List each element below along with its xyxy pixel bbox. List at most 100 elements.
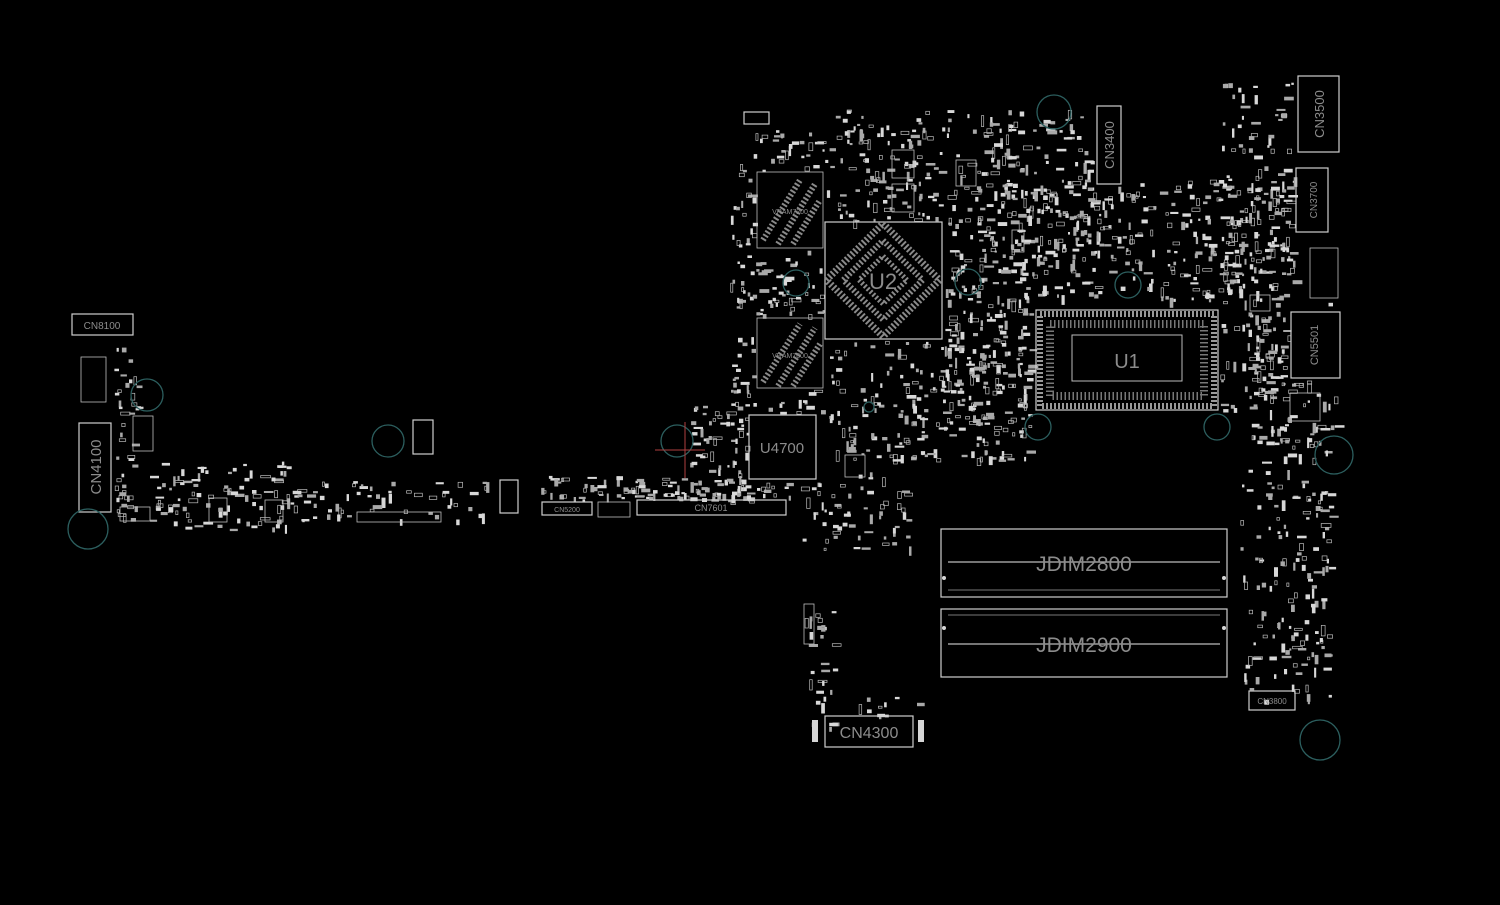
smd-pad <box>683 493 687 500</box>
smd-pad <box>964 186 970 190</box>
smd-pad <box>303 500 312 504</box>
smd-pad <box>804 166 810 172</box>
smd-pad <box>836 380 840 386</box>
connector-cn3400[interactable]: CN3400 <box>1096 105 1122 185</box>
smd-pad <box>1023 385 1033 390</box>
smd-pad <box>958 219 963 223</box>
smd-pad <box>1256 335 1260 342</box>
smd-pad <box>984 422 991 425</box>
smd-pad <box>839 388 846 394</box>
smd-pad <box>920 418 929 421</box>
connector-cn4100[interactable]: CN4100 <box>78 422 112 513</box>
vram7200[interactable]: VRAM7200 <box>756 171 824 249</box>
smd-pad <box>1084 160 1094 164</box>
smd-pad <box>1244 386 1248 393</box>
smd-pad <box>1239 243 1249 248</box>
dimm-slot-jdim2800[interactable]: JDIM2800 <box>940 528 1228 598</box>
smd-pad <box>181 469 185 477</box>
smd-pad <box>732 491 739 496</box>
connector-cn5501[interactable]: CN5501 <box>1290 311 1341 379</box>
smd-pad <box>1277 297 1283 301</box>
smd-pad <box>1301 564 1306 571</box>
smd-pad <box>1301 663 1308 666</box>
smd-pad <box>1117 246 1125 249</box>
smd-pad <box>1282 189 1287 193</box>
connector-cn7601[interactable]: CN7601 <box>636 499 787 516</box>
smd-pad <box>1068 232 1070 235</box>
smd-pad <box>836 368 843 372</box>
smd-pad <box>967 114 970 119</box>
connector-cn3700[interactable]: CN3700 <box>1295 167 1329 233</box>
smd-pad <box>1297 535 1307 539</box>
connector-cn3500[interactable]: CN3500 <box>1297 75 1340 153</box>
smd-pad <box>992 164 1000 168</box>
smd-pad <box>848 213 855 218</box>
dimm-slot-jdim2900[interactable]: JDIM2900 <box>940 608 1228 678</box>
smd-pad <box>976 443 980 447</box>
smd-pad <box>1206 292 1209 300</box>
smd-pad <box>639 481 646 486</box>
cn4100-label: CN4100 <box>88 439 105 494</box>
smd-pad <box>1190 282 1199 285</box>
smd-pad <box>949 402 954 412</box>
smd-pad <box>119 492 127 497</box>
smd-pad <box>1249 688 1255 691</box>
cn3800-label: CN3800 <box>1257 697 1287 706</box>
smd-pad <box>1305 594 1310 600</box>
smd-pad <box>1254 391 1260 396</box>
connector-cn5200[interactable]: CN5200 <box>541 501 593 516</box>
smd-pad <box>1021 239 1032 243</box>
connector-cn3800[interactable]: CN3800 <box>1248 690 1296 711</box>
smd-pad <box>1242 484 1245 488</box>
smd-pad <box>766 482 771 489</box>
smd-pad <box>995 378 1000 390</box>
cpu-u1[interactable]: U1 <box>1035 309 1219 411</box>
smd-pad <box>632 489 636 495</box>
smd-pad <box>1319 506 1323 510</box>
smd-pad <box>1282 272 1287 275</box>
smd-pad <box>955 415 961 419</box>
smd-pad <box>709 469 717 473</box>
smd-pad <box>922 127 926 134</box>
smd-pad <box>848 524 856 528</box>
smd-pad <box>160 512 168 516</box>
smd-pad <box>829 418 833 424</box>
smd-pad <box>457 481 463 488</box>
smd-pad <box>817 311 825 314</box>
smd-pad <box>177 498 181 502</box>
smd-pad <box>1326 539 1332 544</box>
smd-pad <box>1028 215 1032 226</box>
smd-pad <box>1167 249 1171 253</box>
smd-pad <box>328 509 332 513</box>
smd-pad <box>1099 213 1102 217</box>
smd-pad <box>894 696 900 700</box>
connector-cn4300[interactable]: CN4300 <box>812 715 924 748</box>
smd-pad <box>1285 424 1289 427</box>
smd-pad <box>918 122 923 125</box>
smd-pad <box>791 141 800 145</box>
smd-pad <box>135 408 140 411</box>
smd-pad <box>681 478 689 481</box>
smd-pad <box>922 417 925 428</box>
smd-pad <box>206 503 211 508</box>
chip-u4700[interactable]: U4700 <box>748 414 817 480</box>
smd-pad <box>1153 206 1157 210</box>
smd-pad <box>1019 374 1022 378</box>
smd-pad <box>850 130 855 133</box>
smd-pad <box>1189 194 1195 200</box>
smd-pad <box>1165 212 1169 216</box>
smd-pad <box>1275 376 1284 379</box>
smd-pad <box>690 462 694 468</box>
smd-pad <box>1281 617 1284 623</box>
smd-pad <box>858 141 864 145</box>
smd-pad <box>961 285 966 289</box>
connector-cn8100[interactable]: CN8100 <box>71 313 134 336</box>
smd-pad <box>116 497 120 503</box>
smd-pad <box>662 477 671 481</box>
smd-pad <box>1311 603 1316 608</box>
vram7000[interactable]: VRAM7000 <box>756 317 824 389</box>
smd-pad <box>1223 301 1228 305</box>
smd-pad <box>1010 244 1015 250</box>
smd-pad <box>1028 414 1033 417</box>
